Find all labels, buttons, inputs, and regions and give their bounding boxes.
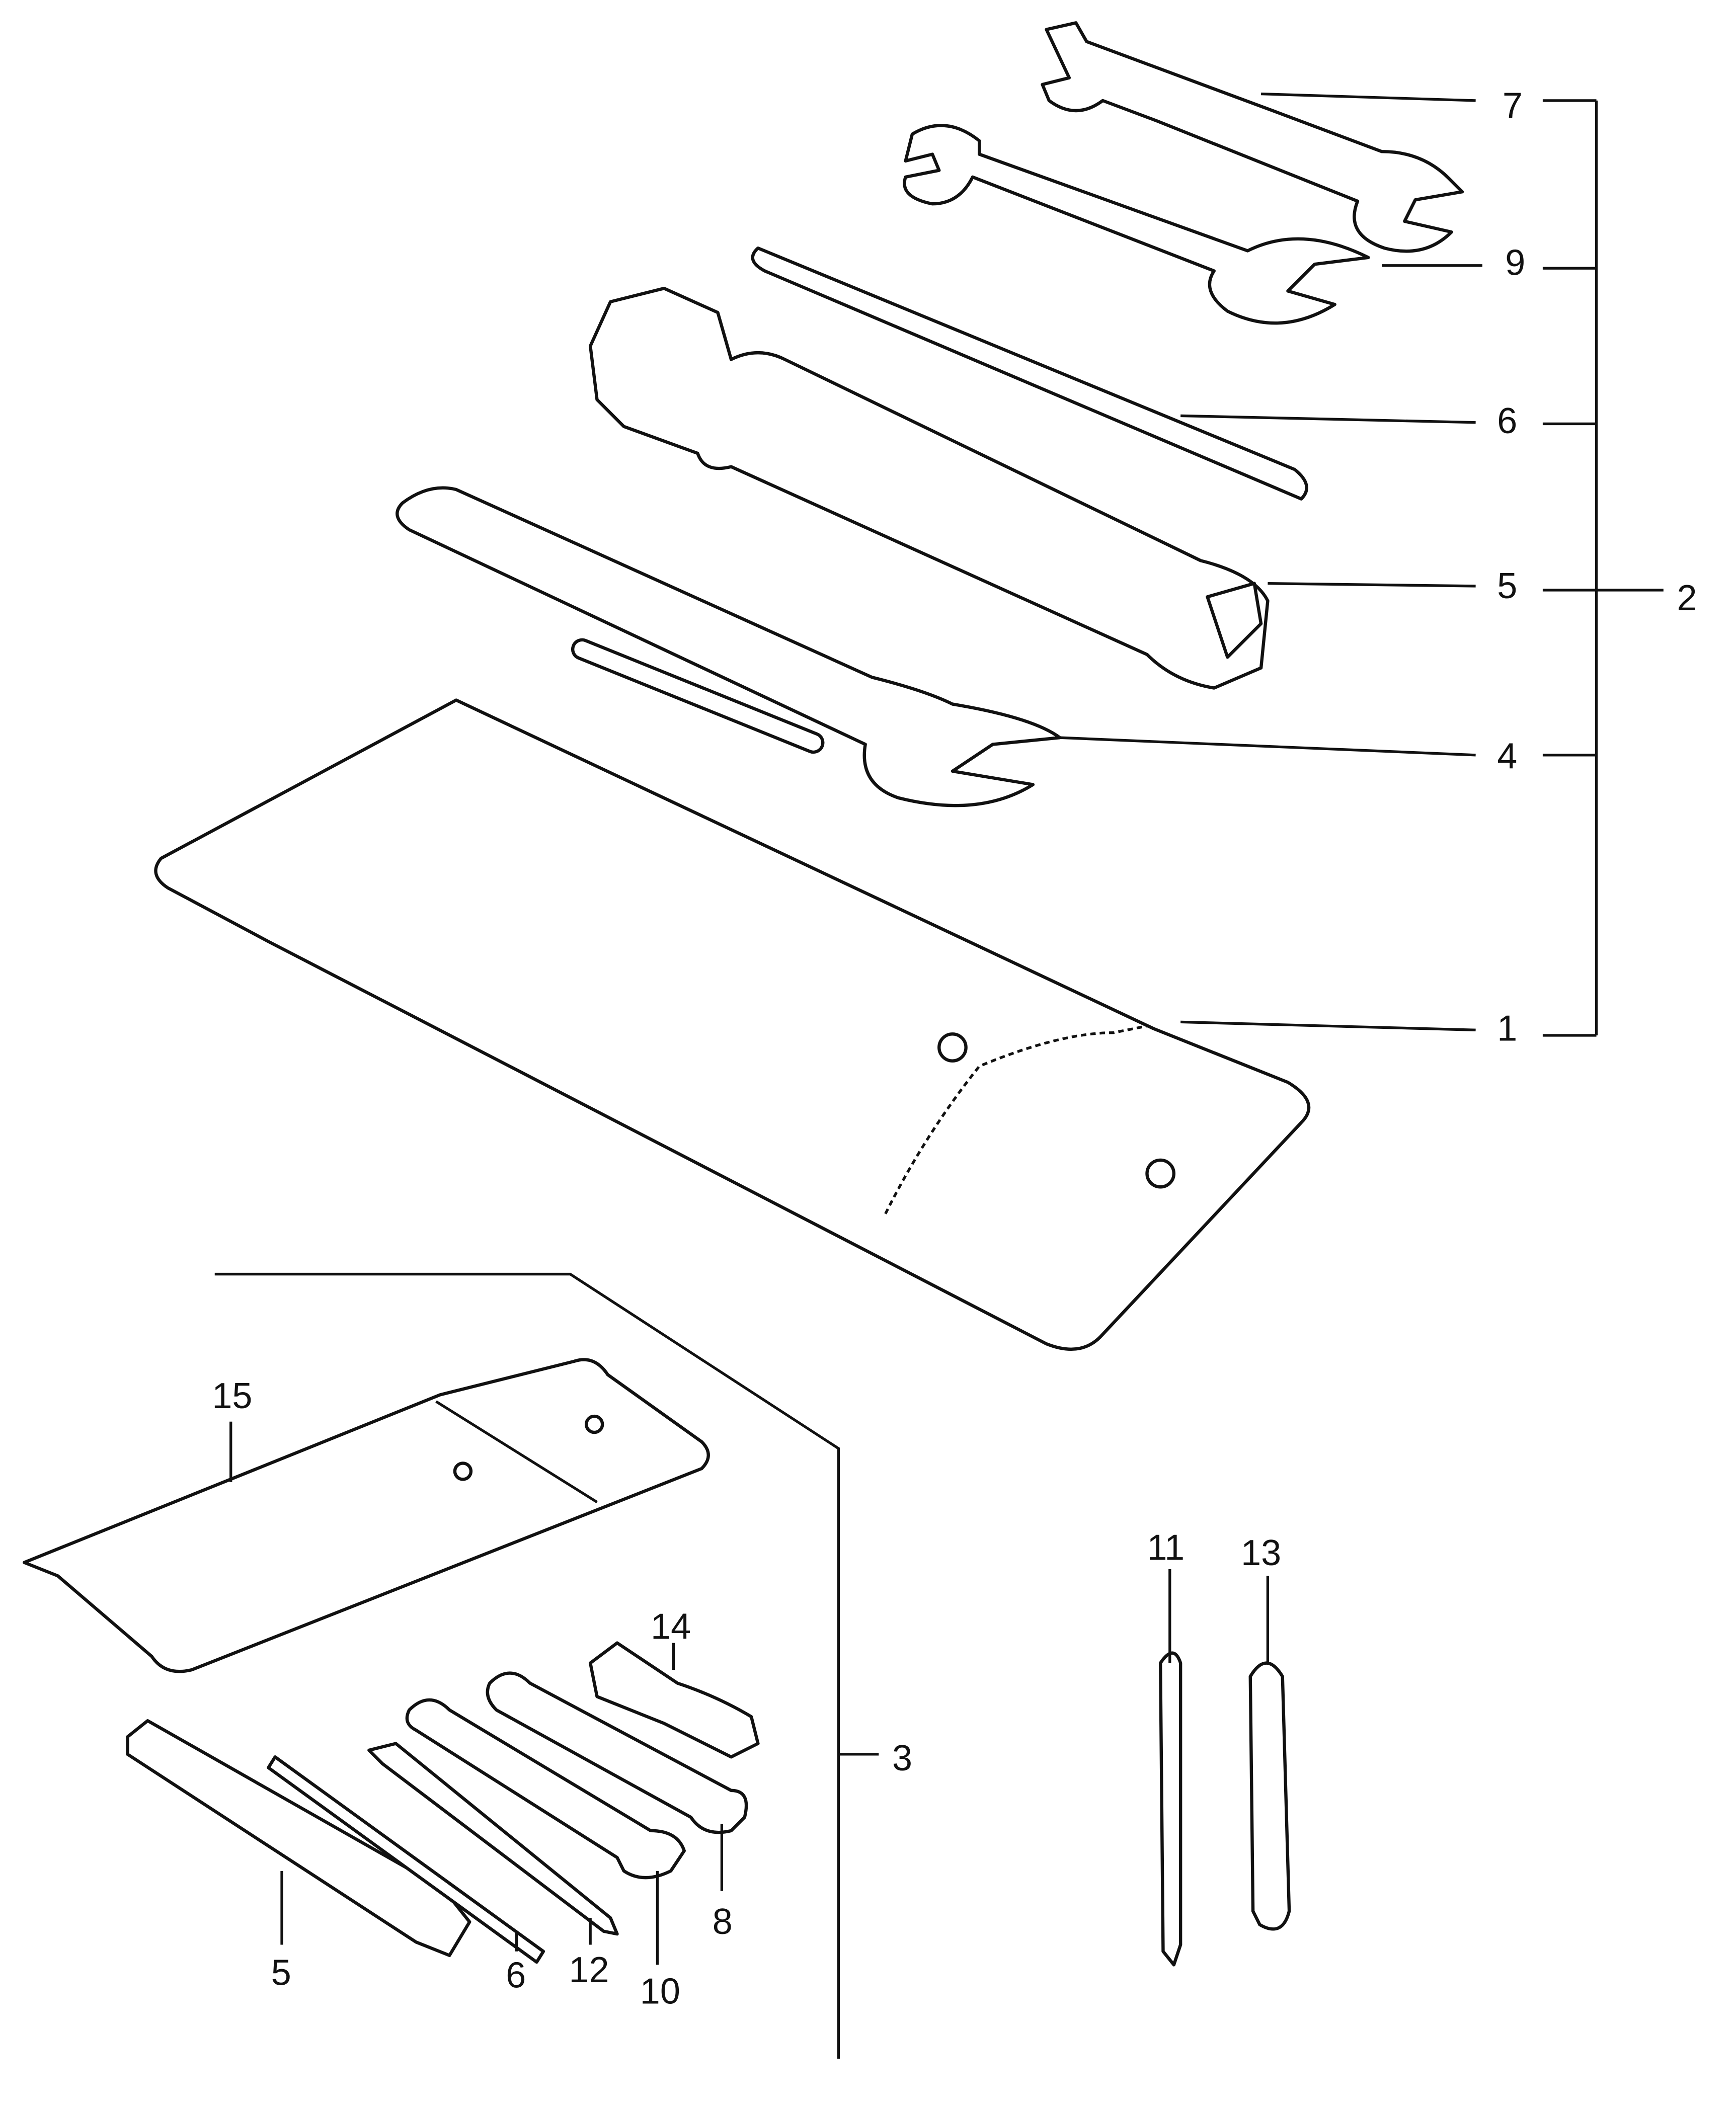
- screwdriver-11: [1158, 1651, 1182, 1967]
- upper-callouts: 7 9 6 5 2 4 1: [1497, 86, 1697, 1049]
- wrench-9: [903, 124, 1370, 325]
- lower-callouts: 3 15 14 11 13 5 6 12 10 8: [212, 1376, 1281, 2012]
- screwdriver-12: [367, 1742, 619, 1936]
- callout-10: 10: [640, 1972, 680, 2012]
- wrench-7: [1041, 21, 1464, 253]
- lower-kit-outline: [214, 1272, 879, 2059]
- callout-3: 3: [892, 1738, 912, 1778]
- callout-5-lower: 5: [271, 1953, 291, 1993]
- rod-6: [751, 246, 1308, 501]
- lower-tools: [126, 1641, 1291, 1967]
- callout-5: 5: [1497, 566, 1517, 606]
- callout-6-lower: 6: [506, 1956, 526, 1996]
- callout-12: 12: [569, 1950, 609, 1990]
- callout-4: 4: [1497, 737, 1517, 777]
- wrench-4: [396, 486, 1062, 807]
- upper-leaders: [1060, 92, 1664, 1037]
- callout-11: 11: [1147, 1527, 1185, 1568]
- callout-7: 7: [1503, 86, 1523, 126]
- socket-wrench-5b: [126, 1719, 471, 1957]
- callout-6: 6: [1497, 401, 1517, 441]
- tool-bag-1: [154, 698, 1311, 1351]
- grip-13: [1248, 1661, 1291, 1931]
- callout-9: 9: [1505, 242, 1525, 283]
- callout-1: 1: [1497, 1009, 1517, 1049]
- callout-2: 2: [1677, 578, 1697, 618]
- callout-14: 14: [651, 1607, 691, 1647]
- wrench-8: [486, 1671, 748, 1834]
- wrench-10: [405, 1698, 686, 1880]
- lower-leaders: [229, 1421, 1270, 1965]
- rod-6b: [267, 1755, 545, 1964]
- callout-8: 8: [713, 1902, 733, 1942]
- handle-14: [588, 1641, 760, 1759]
- tool-bag-15: [23, 1358, 710, 1673]
- callout-15: 15: [212, 1376, 252, 1416]
- plug-socket-wrench-5: [588, 286, 1270, 690]
- callout-13: 13: [1241, 1533, 1281, 1573]
